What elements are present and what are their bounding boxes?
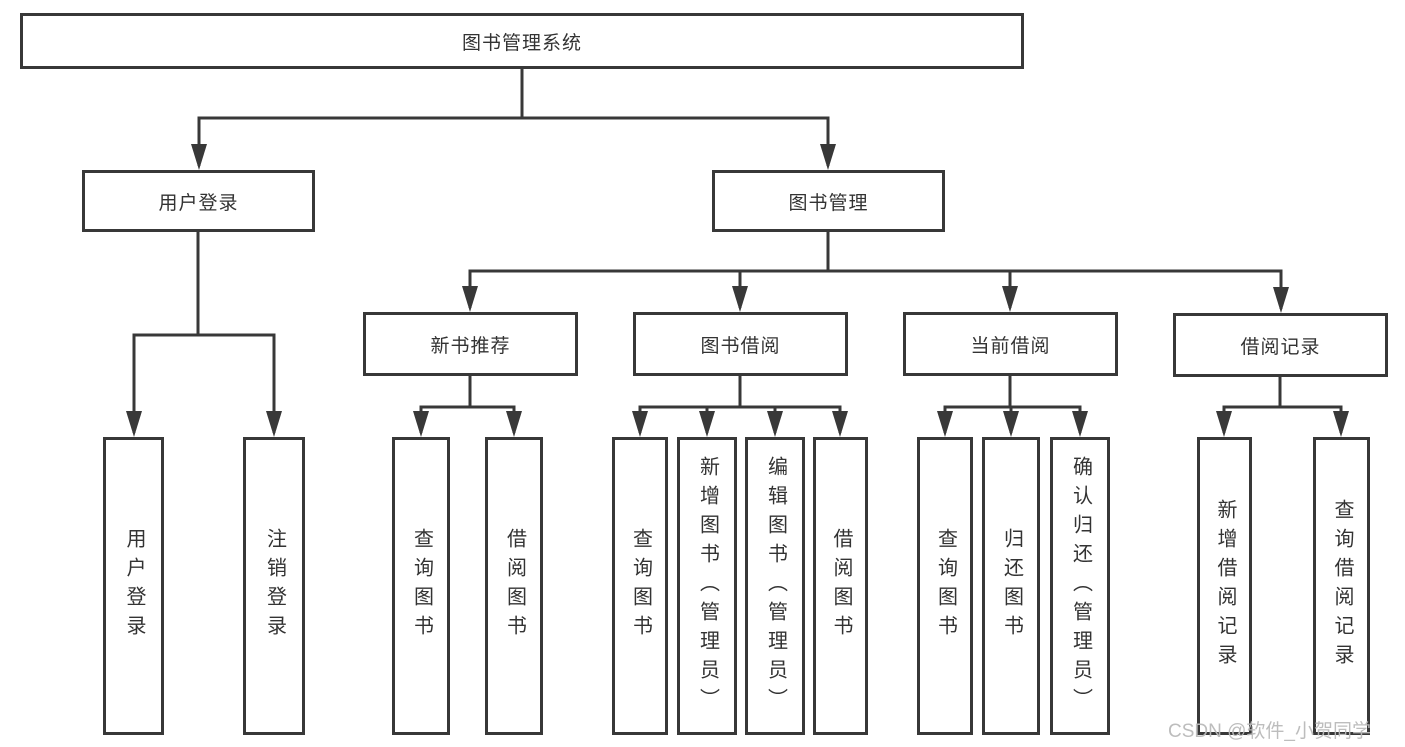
leaf-borrow-books-recommend: 借阅图书: [485, 437, 543, 735]
node-label: 图书借阅: [700, 335, 781, 357]
leaf-label: 查询图书: [629, 528, 652, 644]
leaf-user-login: 用户登录: [103, 437, 164, 735]
node-current-borrowing: 当前借阅: [903, 312, 1118, 376]
leaf-query-books-recommend: 查询图书: [392, 437, 450, 735]
leaf-label: 归还图书: [1000, 528, 1023, 644]
leaf-query-borrow-record: 查询借阅记录: [1313, 437, 1370, 735]
node-label: 新书推荐: [430, 335, 511, 357]
leaf-label: 确认归还（管理员）: [1069, 455, 1092, 717]
leaf-label: 借阅图书: [830, 528, 852, 644]
leaf-borrow-books: 借阅图书: [813, 437, 868, 735]
leaf-edit-books-admin: 编辑图书（管理员）: [745, 437, 805, 735]
leaf-label: 借阅图书: [503, 528, 526, 644]
node-label: 当前借阅: [970, 335, 1051, 357]
leaf-add-books-admin: 新增图书（管理员）: [677, 437, 737, 735]
node-book-management: 图书管理: [712, 170, 945, 232]
leaf-label: 查询借阅记录: [1331, 499, 1353, 673]
node-label: 用户登录: [158, 192, 239, 214]
leaf-label: 用户登录: [123, 528, 145, 644]
leaf-label: 注销登录: [263, 528, 286, 644]
leaf-label: 查询图书: [934, 528, 957, 644]
node-label: 图书管理系统: [461, 32, 582, 54]
leaf-add-borrow-record: 新增借阅记录: [1197, 437, 1252, 735]
node-borrowing-records: 借阅记录: [1173, 313, 1388, 377]
leaf-query-books-current: 查询图书: [917, 437, 973, 735]
node-label: 借阅记录: [1240, 336, 1321, 358]
leaf-label: 新增图书（管理员）: [696, 455, 719, 717]
leaf-query-books-borrow: 查询图书: [612, 437, 668, 735]
csdn-watermark: CSDN @软件_小贺同学: [1168, 721, 1371, 742]
leaf-label: 编辑图书（管理员）: [764, 455, 787, 717]
leaf-confirm-return-admin: 确认归还（管理员）: [1050, 437, 1110, 735]
node-library-management-system: 图书管理系统: [20, 13, 1024, 69]
node-new-book-recommendation: 新书推荐: [363, 312, 578, 376]
node-user-login: 用户登录: [82, 170, 315, 232]
leaf-logout: 注销登录: [243, 437, 305, 735]
leaf-return-books: 归还图书: [982, 437, 1040, 735]
node-book-borrowing: 图书借阅: [633, 312, 848, 376]
node-label: 图书管理: [788, 192, 869, 214]
leaf-label: 新增借阅记录: [1214, 499, 1236, 673]
leaf-label: 查询图书: [410, 528, 433, 644]
